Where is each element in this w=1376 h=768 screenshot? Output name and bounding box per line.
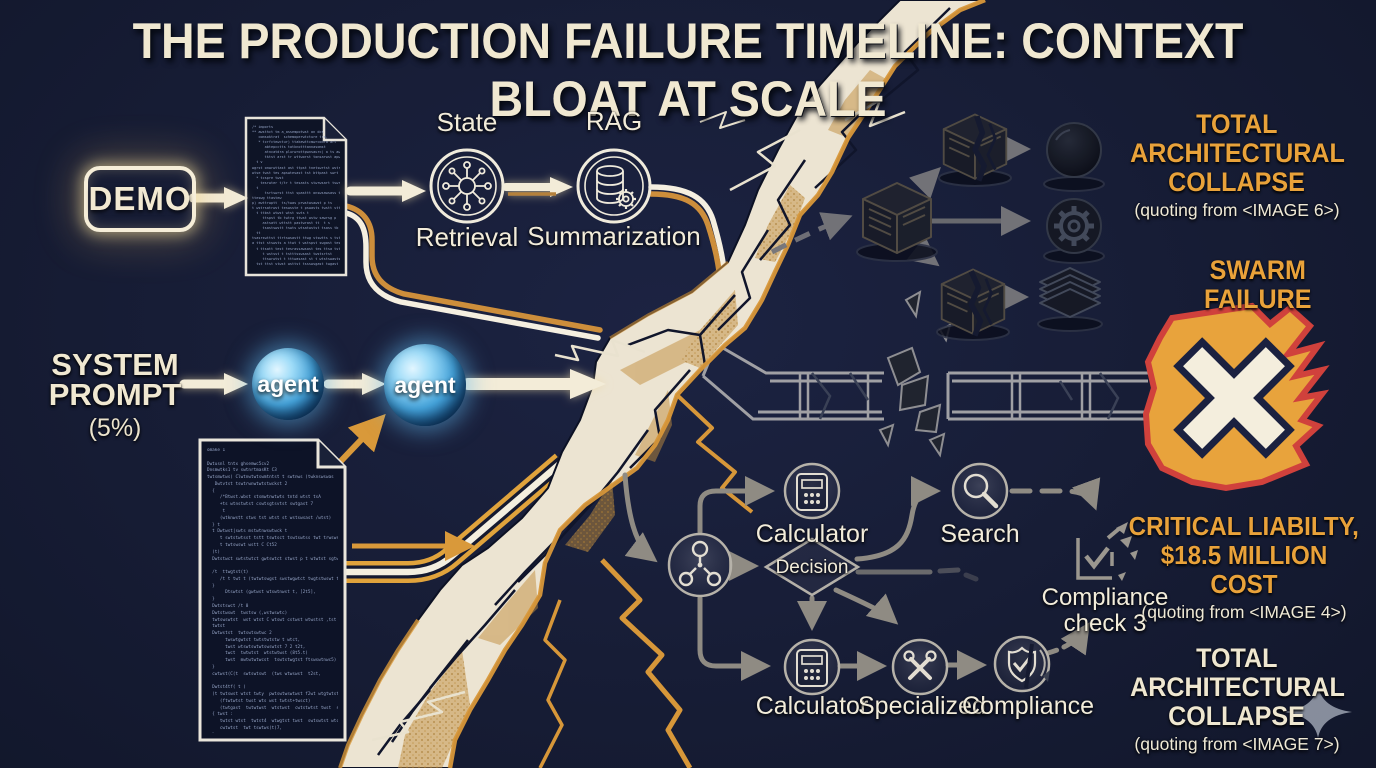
collapse-bottom-heading: TOTAL ARCHITECTURAL COLLAPSE (quoting fr… <box>1122 644 1352 755</box>
pipe-fragments <box>878 290 952 458</box>
demo-document-code: /* imports ** awsthct tm a_assempotwst o… <box>252 125 340 266</box>
molecule-hub-node <box>667 532 733 598</box>
crack-gold-speckle <box>398 70 888 768</box>
doc-to-crack-connector <box>343 203 603 341</box>
white-branch-cracks <box>371 98 906 742</box>
agent-sphere: agent <box>252 348 324 420</box>
server-cube-icon <box>862 182 932 254</box>
compliance-check-label: Compliance check 3 <box>1041 584 1169 637</box>
calculator-icon <box>796 649 828 687</box>
decision-node <box>763 537 861 597</box>
code-document-icon <box>244 116 348 277</box>
calculator-node-top <box>783 462 841 520</box>
agent-label: agent <box>394 371 456 398</box>
collapse-top-heading: TOTAL ARCHITECTURAL COLLAPSE (quoting fr… <box>1122 110 1352 221</box>
wrench-tools-icon <box>903 650 937 680</box>
agent-sphere: agent <box>384 344 466 426</box>
collapse-bottom-subquote: (quoting from <IMAGE 7>) <box>1134 734 1340 754</box>
compliance-node <box>993 635 1051 693</box>
demo-badge: DEMO <box>84 166 196 232</box>
collapse-top-subquote: (quoting from <IMAGE 6>) <box>1134 200 1340 220</box>
decision-label: Decision <box>775 557 849 578</box>
shattered-x-badge <box>1142 302 1330 492</box>
state-label-bottom: Retrieval <box>415 222 519 252</box>
broken-pipeline <box>701 290 1150 458</box>
page-title: THE PRODUCTION FAILURE TIMELINE: CONTEXT… <box>132 13 1244 127</box>
search-label: Search <box>940 520 1020 548</box>
shield-check-icon <box>1007 643 1050 689</box>
server-cluster <box>770 113 1105 341</box>
molecule-hub-icon <box>678 540 722 587</box>
tool-flowchart-connectors <box>622 472 1101 681</box>
broken-server-cube-icon <box>942 113 1008 182</box>
calculator-bottom-label: Calculator <box>755 692 869 720</box>
state-retrieval-node <box>429 148 505 224</box>
demo-label: DEMO <box>88 180 192 217</box>
cream-flow-arrows <box>179 177 606 399</box>
state-label-top: State <box>436 107 498 137</box>
broken-server-cube-icon <box>940 268 1006 337</box>
system-prompt-percent: (5%) <box>88 414 142 442</box>
calculator-node-bottom <box>783 638 841 696</box>
rag-label-bottom: Summarization <box>527 221 701 251</box>
crack-orange-edge <box>447 0 986 768</box>
dark-sphere-icon <box>1046 122 1102 178</box>
code-document-icon-large <box>198 438 347 742</box>
orange-context-ribbon <box>336 413 570 583</box>
specialized-label: Specialized <box>858 692 986 720</box>
calculator-top-label: Calculator <box>755 520 869 548</box>
system-prompt-label: SYSTEM PROMPT (5%) <box>35 349 195 443</box>
system-prompt-document-code: omake 1 Dwtusnl tntx ghsemwc5cv2 Dnsmwtk… <box>207 448 338 733</box>
swarm-failure-heading: SWARM FAILURE <box>1203 255 1312 314</box>
dark-stack-icon <box>1039 267 1101 318</box>
specialized-node <box>891 638 949 696</box>
broken-checkbox-icon <box>1076 522 1138 581</box>
critical-subquote: (quoting from <IMAGE 4>) <box>1141 602 1347 622</box>
compliance-label: Compliance <box>962 692 1095 720</box>
crack-artwork <box>338 0 986 768</box>
agent-label: agent <box>257 370 319 397</box>
rag-label-top: RAG <box>585 106 643 136</box>
critical-liability-heading: CRITICAL LIABILTY, $18.5 MILLION COST (q… <box>1118 512 1370 623</box>
calculator-icon <box>796 473 828 511</box>
rag-summarization-node <box>576 148 652 224</box>
tool-flowchart-nodes <box>667 462 1138 696</box>
dark-gear-icon <box>1046 198 1102 254</box>
database-gear-icon <box>596 165 636 209</box>
network-hub-icon <box>442 161 492 211</box>
search-node <box>951 462 1009 520</box>
search-icon <box>963 473 999 509</box>
diamond-sparkle-icon <box>1284 686 1352 738</box>
